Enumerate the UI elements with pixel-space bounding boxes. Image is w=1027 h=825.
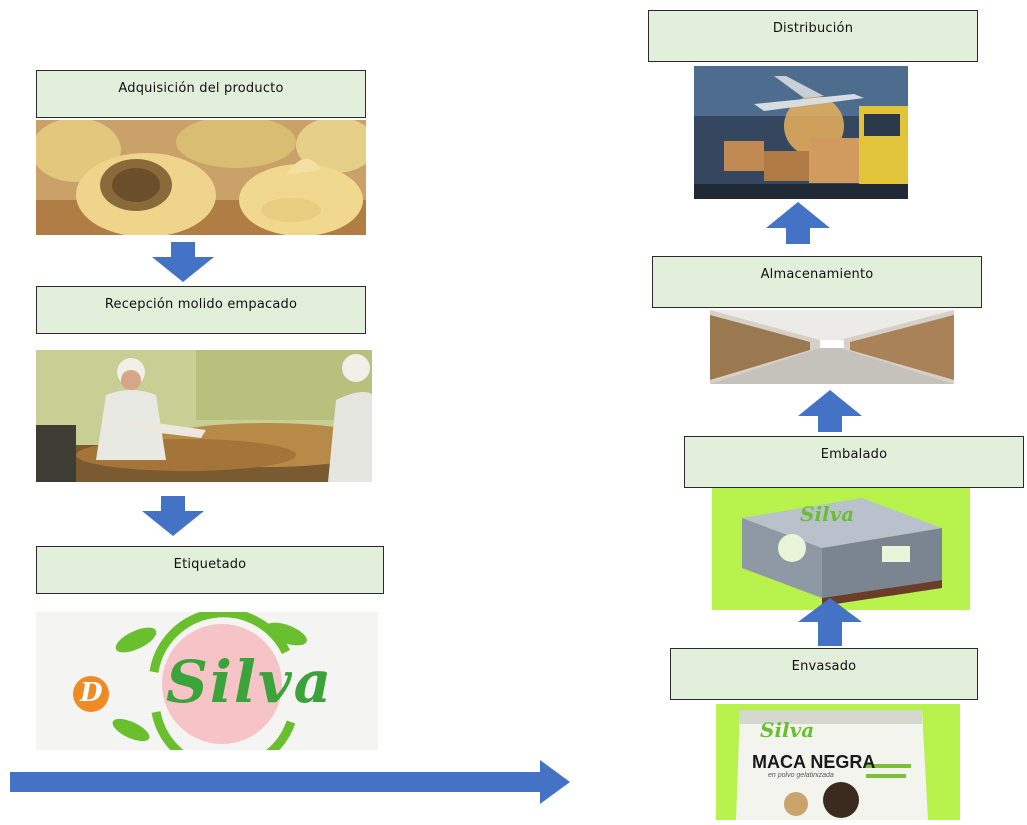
- step-distribucion-label: Distribución: [648, 10, 978, 62]
- step-envasado-text: Envasado: [791, 659, 857, 674]
- distribution-logistics-photo: [694, 66, 908, 199]
- warehouse-photo: [710, 310, 954, 384]
- workers-processing-photo: [36, 350, 372, 482]
- arrow-right-long: [10, 760, 570, 804]
- package-product-text: MACA NEGRA: [752, 752, 876, 772]
- step-etiquetado-label: Etiquetado: [36, 546, 384, 594]
- step-embalado-text: Embalado: [820, 447, 888, 462]
- arrow-up-3: [794, 390, 866, 432]
- step-distribucion-text: Distribución: [772, 21, 854, 36]
- arrow-down-2: [138, 496, 208, 536]
- step-recepcion-text: Recepción molido empacado: [104, 297, 298, 312]
- step-adquisicion-text: Adquisición del producto: [118, 81, 284, 96]
- step-recepcion-label: Recepción molido empacado: [36, 286, 366, 334]
- logo-brand-text: Silva: [166, 648, 334, 716]
- logo-prefix-text: D: [80, 678, 103, 708]
- box-brand-text: Silva: [800, 502, 855, 526]
- package-subtitle-text: en polvo gelatinizada: [768, 772, 834, 779]
- step-almacenamiento-text: Almacenamiento: [760, 267, 874, 282]
- arrow-down-1: [148, 242, 218, 282]
- arrow-up-2: [794, 598, 866, 646]
- package-brand-text: Silva: [760, 718, 815, 742]
- maca-negra-package-photo: Silva MACA NEGRA en polvo gelatinizada: [716, 704, 960, 820]
- arrow-up-4: [762, 202, 834, 244]
- step-adquisicion-label: Adquisición del producto: [36, 70, 366, 118]
- step-almacenamiento-label: Almacenamiento: [652, 256, 982, 308]
- step-embalado-label: Embalado: [684, 436, 1024, 488]
- step-etiquetado-text: Etiquetado: [173, 557, 247, 572]
- step-envasado-label: Envasado: [670, 648, 978, 700]
- maca-roots-photo: [36, 120, 366, 235]
- packaging-box-photo: Silva: [712, 488, 970, 610]
- dsilva-logo: D Silva: [36, 612, 378, 750]
